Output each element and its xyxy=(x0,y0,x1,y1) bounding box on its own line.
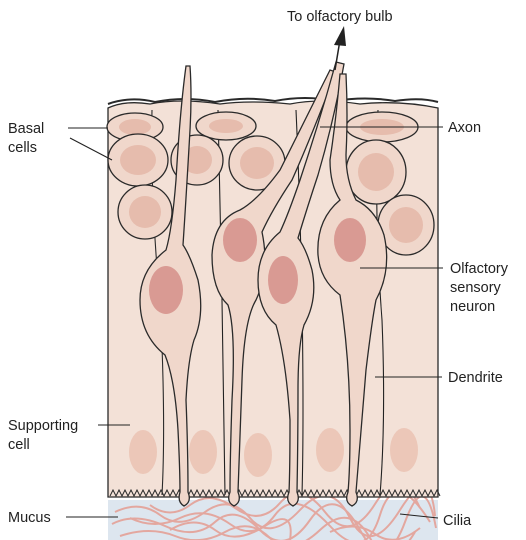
to-bulb-label: To olfactory bulb xyxy=(287,9,393,25)
supporting-cell-label-line1: Supporting xyxy=(8,418,78,434)
basal-cell xyxy=(118,185,172,239)
osn-label-line2: sensory xyxy=(450,280,502,296)
basal-cells-label-line1: Basal xyxy=(8,121,44,137)
basal-cell xyxy=(346,140,406,204)
axon-label: Axon xyxy=(448,120,481,136)
cilia-label: Cilia xyxy=(443,513,472,529)
osn-label-line3: neuron xyxy=(450,299,495,315)
mucus-label: Mucus xyxy=(8,510,51,526)
supporting-cell-label-line2: cell xyxy=(8,437,30,453)
osn-label-line1: Olfactory xyxy=(450,261,509,277)
basal-cell xyxy=(108,134,168,186)
basal-cells-label-line2: cells xyxy=(8,140,37,156)
dendrite-label: Dendrite xyxy=(448,370,503,386)
arrowhead-icon xyxy=(334,26,346,46)
